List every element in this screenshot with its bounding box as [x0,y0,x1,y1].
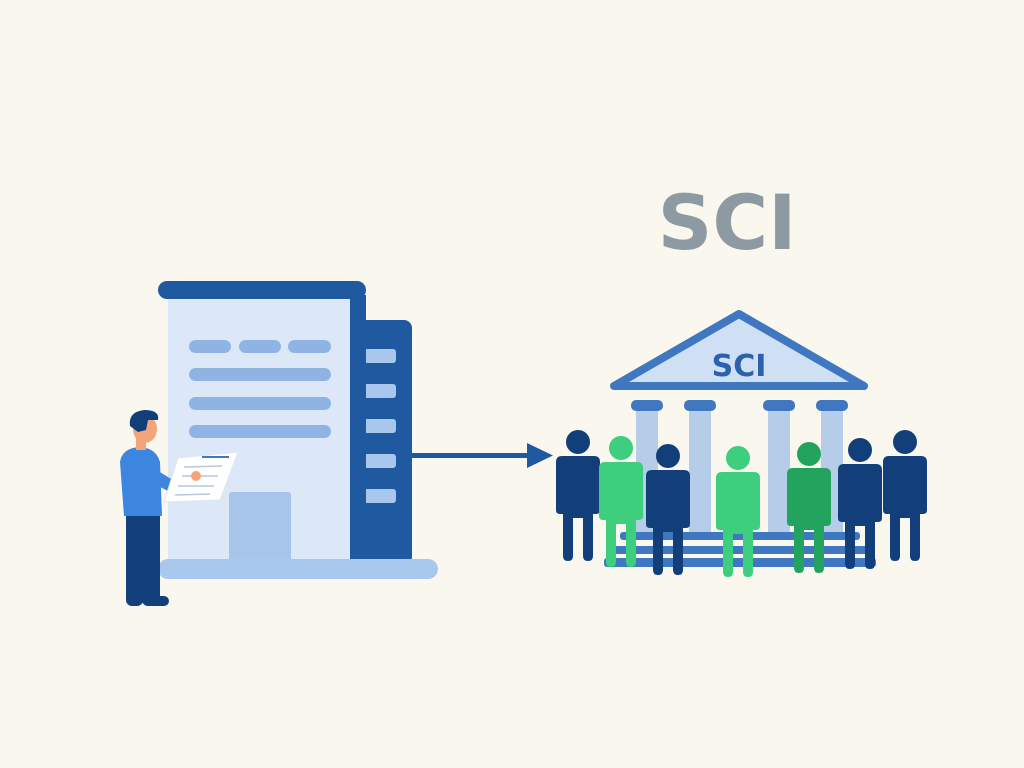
person-icon [556,430,600,561]
person-icon [716,446,760,577]
company-building-icon [158,281,438,579]
title-text: SCI [658,178,797,267]
person-reading-document-icon [120,410,239,606]
arrow-right-icon [410,443,553,468]
person-icon [883,430,927,561]
people-group-icon [556,430,927,577]
institution-label: SCI [712,349,767,384]
